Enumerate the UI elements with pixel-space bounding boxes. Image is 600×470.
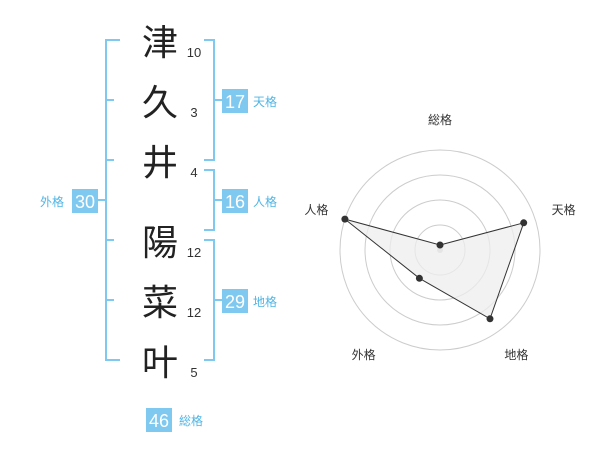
radar-point	[341, 215, 349, 223]
radar-point	[415, 274, 423, 282]
stroke-count: 12	[187, 245, 201, 260]
gaikaku-bracket	[98, 39, 120, 361]
radar-area	[344, 218, 525, 320]
tenkaku-badge: 17 天格	[222, 89, 277, 113]
radar-point	[486, 315, 494, 323]
stroke-count: 4	[190, 165, 197, 180]
radar-axis-label: 人格	[304, 202, 328, 217]
soukaku-label: 総格	[179, 413, 203, 428]
jinkaku-label: 人格	[253, 194, 277, 209]
soukaku-value: 46	[149, 411, 169, 431]
radar-axis-label: 天格	[552, 202, 576, 217]
tenkaku-label: 天格	[253, 94, 277, 109]
jinkaku-bracket	[204, 169, 222, 231]
chikaku-value-box	[222, 289, 248, 313]
chikaku-bracket	[204, 239, 222, 361]
name-char: 菜	[142, 283, 178, 324]
radar-point	[436, 241, 444, 249]
stroke-count: 12	[187, 305, 201, 320]
name-char: 久	[142, 83, 178, 124]
radar-axis-label: 総格	[428, 112, 452, 127]
name-char: 津	[142, 23, 178, 64]
chikaku-badge: 29 地格	[222, 289, 277, 313]
gaikaku-label: 外格	[40, 194, 64, 209]
radar-axis-label: 地格	[504, 347, 528, 362]
radar-axis-label: 外格	[352, 347, 376, 362]
stroke-count: 3	[190, 105, 197, 120]
gaikaku-value-box	[72, 189, 98, 213]
soukaku-badge: 46 総格	[146, 408, 203, 432]
name-char: 叶	[142, 343, 178, 384]
tenkaku-value: 17	[225, 92, 245, 112]
radar-points	[341, 215, 528, 323]
gaikaku-badge: 外格 30	[40, 189, 98, 213]
jinkaku-badge: 16 人格	[222, 189, 277, 213]
chikaku-label: 地格	[253, 294, 277, 309]
jinkaku-value: 16	[225, 192, 245, 212]
name-characters: 津 10 久 3 井 4 陽 12 菜 12 叶 5	[142, 23, 201, 384]
stroke-count: 5	[190, 365, 197, 380]
name-char: 井	[142, 143, 178, 184]
tenkaku-value-box	[222, 89, 248, 113]
radar-ring	[364, 174, 516, 326]
chikaku-value: 29	[225, 292, 245, 312]
stroke-count: 10	[187, 45, 201, 60]
jinkaku-value-box	[222, 189, 248, 213]
radar-point	[520, 219, 528, 227]
tenkaku-bracket	[204, 39, 222, 161]
radar-ring	[339, 149, 541, 351]
gaikaku-value: 30	[75, 192, 95, 212]
soukaku-value-box	[146, 408, 172, 432]
name-char: 陽	[142, 223, 178, 264]
